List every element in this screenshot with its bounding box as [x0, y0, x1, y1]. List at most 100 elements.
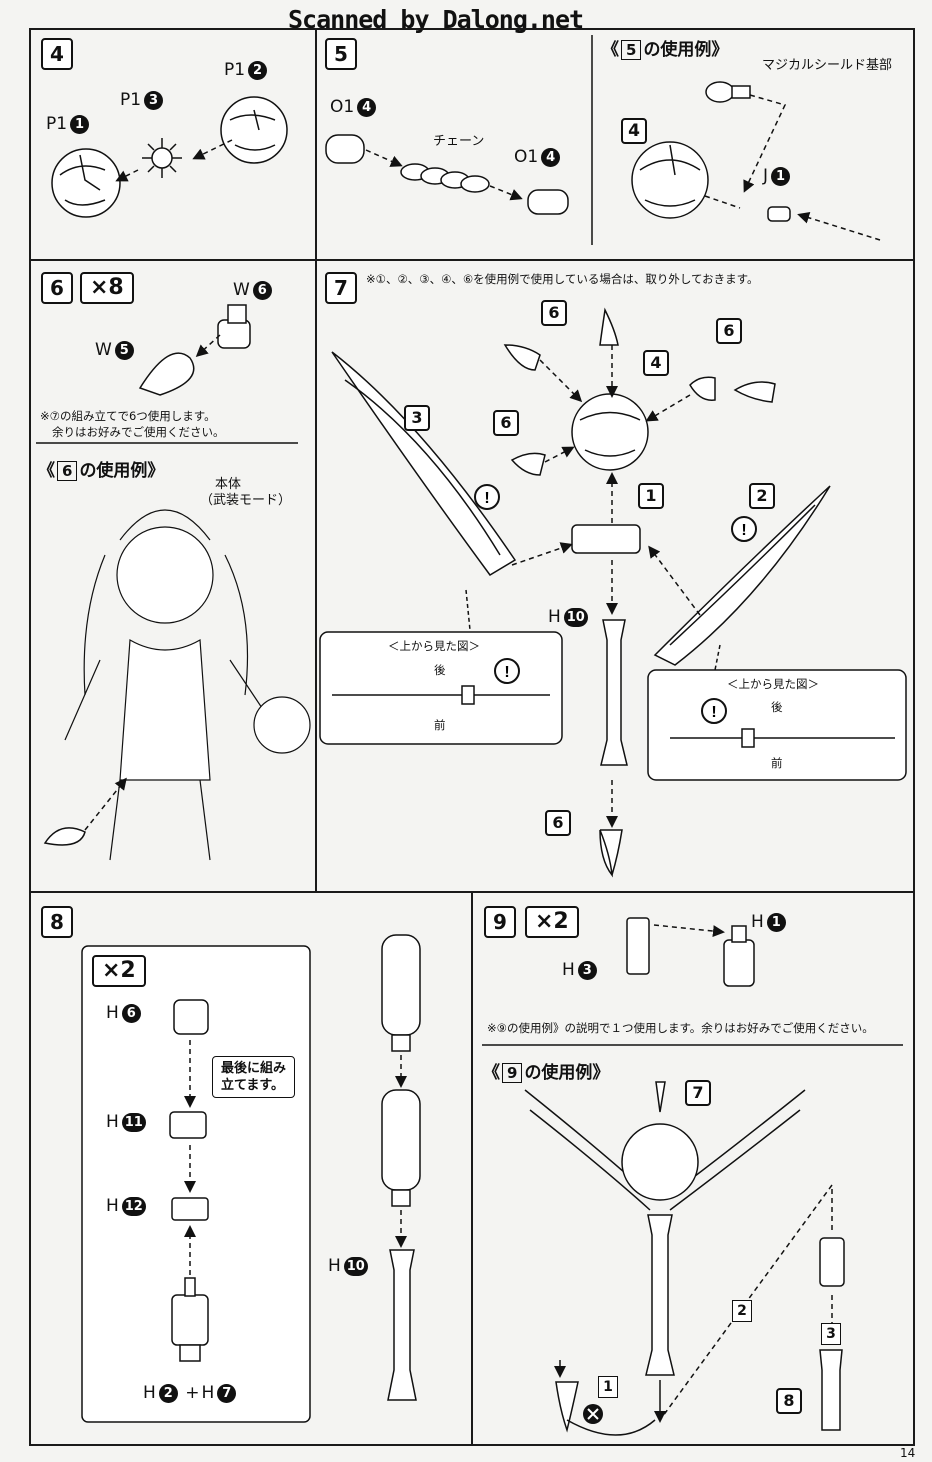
- note-step6-1: ※⑦の組み立てで6つ使用します。: [40, 409, 216, 423]
- ref-4-center: 4: [643, 350, 669, 376]
- svg-text:!: !: [504, 664, 509, 681]
- ref-3-wing: 3: [404, 405, 430, 431]
- warning-icon-topview-right: !: [701, 698, 727, 724]
- handle-middle: [381, 1089, 421, 1207]
- orb-part-p1-1: [51, 148, 121, 218]
- note-assemble-last: 最後に組み立てます。: [212, 1056, 296, 1098]
- orb-assembled-4: [631, 141, 709, 219]
- ref-6-right: 6: [716, 318, 742, 344]
- orb-part-p1-2: [220, 96, 288, 164]
- cone-w5: [138, 352, 195, 396]
- character-figure: [64, 509, 311, 861]
- svg-text:!: !: [484, 490, 489, 507]
- warning-icon-step7-right: !: [731, 516, 757, 542]
- shaft-end-8: [819, 1349, 843, 1431]
- ref-2-wing: 2: [749, 483, 775, 509]
- chain-part: [400, 163, 490, 193]
- part-h11: [169, 1111, 207, 1139]
- label-back-left: 後: [434, 663, 446, 677]
- part-h1: [723, 925, 755, 987]
- substep-1: 1: [598, 1376, 618, 1398]
- label-front-left: 前: [434, 718, 446, 732]
- cone-on-figure: [43, 827, 86, 846]
- top-view-title-right: ＜上から見た図＞: [727, 677, 819, 691]
- multiplier-x8: ×8: [80, 272, 134, 304]
- cone-removed: [555, 1381, 579, 1433]
- svg-text:!: !: [711, 704, 716, 721]
- top-view-title-left: ＜上から見た図＞: [388, 639, 480, 653]
- wing-2: [653, 485, 831, 666]
- joint-j1: [767, 206, 791, 222]
- warning-icon-topview-left: !: [494, 658, 520, 684]
- connector-1: [571, 524, 641, 554]
- multiplier-x2-step8: ×2: [92, 955, 146, 987]
- part-h1-lower: [819, 1237, 845, 1287]
- handle-h10: [387, 1249, 417, 1401]
- ref-6-bottom: 6: [545, 810, 571, 836]
- label-shield-base: マジカルシールド基部: [762, 58, 893, 73]
- clip-o1-left: [325, 134, 365, 164]
- label-front-right: 前: [771, 756, 783, 770]
- cone-top: [599, 307, 619, 346]
- label-chain: チェーン: [433, 134, 485, 149]
- panel-step7: [315, 259, 915, 893]
- panel-step9: [471, 891, 915, 1446]
- multiplier-x2-step9: ×2: [525, 906, 579, 938]
- top-view-box-right: [647, 669, 907, 781]
- cone-left-6: [510, 452, 546, 476]
- ref-6-left: 6: [493, 410, 519, 436]
- part-h12: [171, 1197, 209, 1221]
- ref-step-4: 4: [621, 118, 647, 144]
- part-h3: [626, 917, 650, 975]
- step-number-7: 7: [325, 272, 357, 304]
- warning-icon-step7-left: !: [474, 484, 500, 510]
- substep-2: 2: [732, 1300, 752, 1322]
- cone-right-a: [689, 376, 716, 401]
- step-number-9: 9: [484, 906, 516, 938]
- cap-w6: [217, 304, 251, 349]
- note-step9: ※⑨の使用例》の説明で１つ使用します。余りはお好みでご使用ください。: [487, 1021, 874, 1035]
- step-number-5: 5: [325, 38, 357, 70]
- ref-8: 8: [776, 1388, 802, 1414]
- wand-assembled: [524, 1081, 806, 1376]
- ref-6-top: 6: [541, 300, 567, 326]
- part-h2-h7: [171, 1277, 209, 1362]
- page-number: 14: [900, 1446, 916, 1460]
- step-number-6: 6: [41, 272, 73, 304]
- star-connector-p1-3: [142, 138, 182, 178]
- substep-3: 3: [821, 1323, 841, 1345]
- part-h6: [173, 999, 209, 1035]
- ref-7: 7: [685, 1080, 711, 1106]
- panel-step6: [29, 259, 317, 893]
- label-back-right: 後: [771, 700, 783, 714]
- svg-text:!: !: [741, 522, 746, 539]
- handle-upper: [381, 934, 421, 1052]
- shaft-h10: [600, 619, 628, 766]
- note-step6-2: 余りはお好みでご使用ください。: [52, 425, 225, 439]
- label-body: 本体: [215, 477, 242, 492]
- cone-left: [503, 344, 541, 371]
- cone-right-b: [733, 381, 776, 403]
- label-body-mode: （武装モード）: [200, 493, 292, 508]
- clip-o1-right: [527, 189, 569, 215]
- step-number-8: 8: [41, 906, 73, 938]
- cone-bottom-6: [599, 829, 623, 878]
